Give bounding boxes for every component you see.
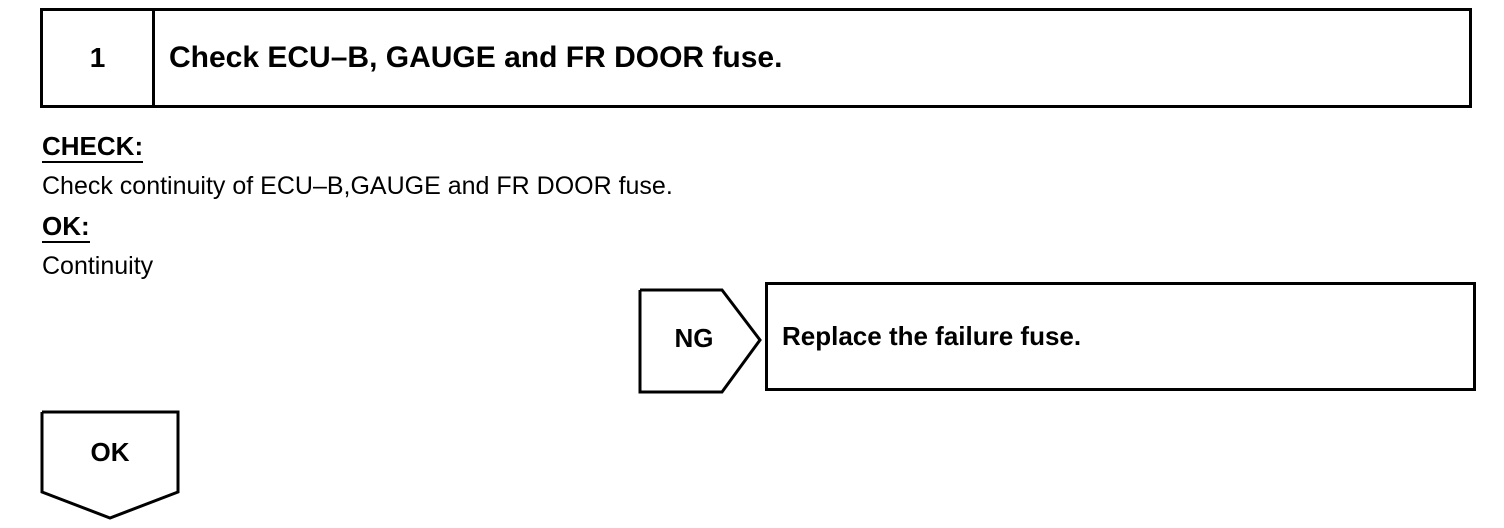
ok-arrow-shape xyxy=(40,410,180,520)
ng-action-text: Replace the failure fuse. xyxy=(782,321,1082,351)
ok-label: OK xyxy=(90,436,130,467)
ng-label: NG xyxy=(674,322,714,353)
check-label: CHECK: xyxy=(42,131,144,163)
step-header: 1 Check ECU–B, GAUGE and FR DOOR fuse. xyxy=(40,8,1472,108)
ng-arrow-shape xyxy=(638,288,762,394)
step-number: 1 xyxy=(43,11,155,105)
check-text: Check continuity of ECU–B,GAUGE and FR D… xyxy=(42,172,673,200)
ng-action-box: Replace the failure fuse. xyxy=(765,282,1476,391)
ok-criteria-label: OK: xyxy=(42,211,90,243)
step-title: Check ECU–B, GAUGE and FR DOOR fuse. xyxy=(169,41,783,74)
ok-criteria-text: Continuity xyxy=(42,252,154,280)
